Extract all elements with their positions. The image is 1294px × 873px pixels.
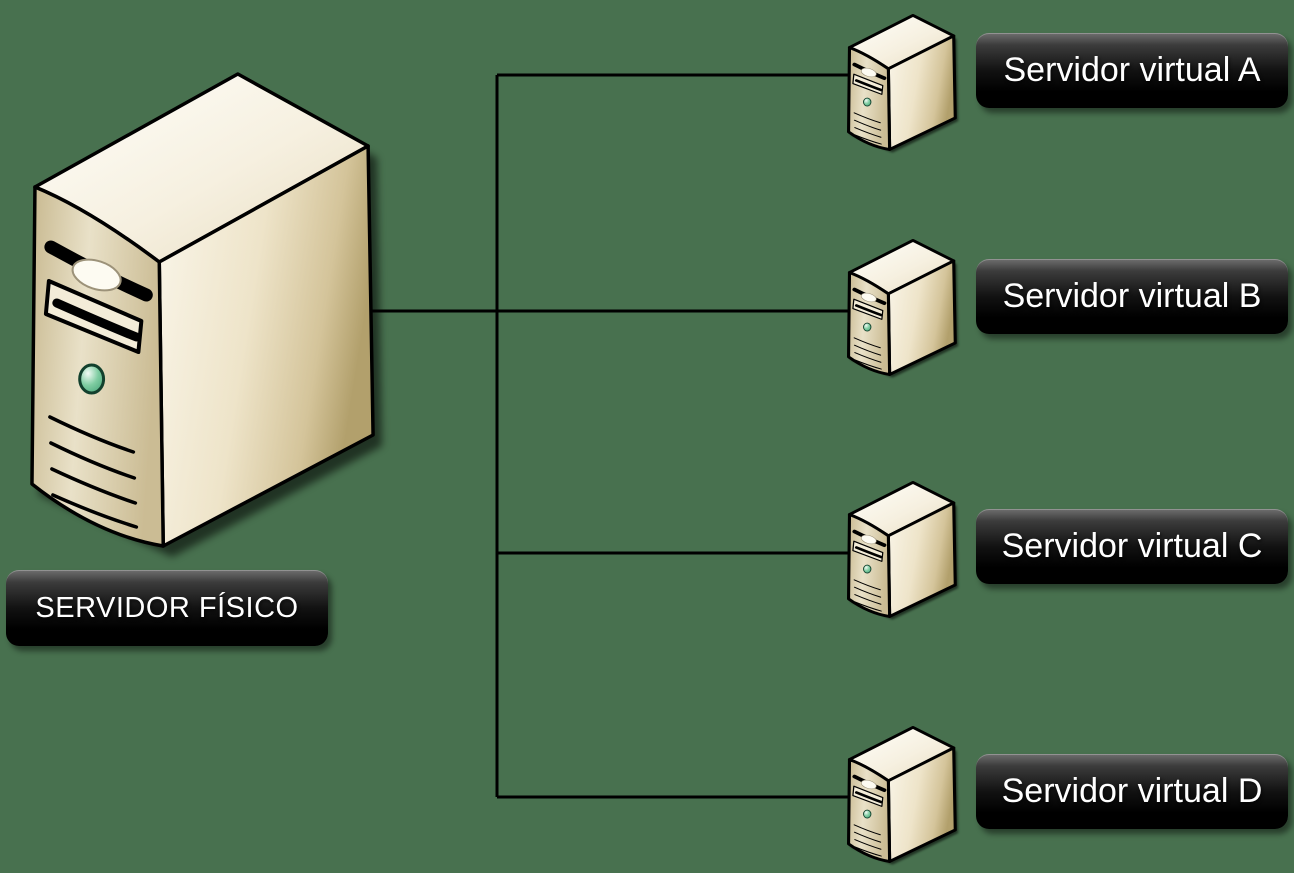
virtual-server-d-label: Servidor virtual D [976, 754, 1288, 829]
virtual-server-c-icon [847, 481, 959, 623]
virtual-server-d-icon [847, 726, 959, 868]
virtual-server-b-icon [847, 239, 959, 381]
virtual-server-a-label: Servidor virtual A [976, 33, 1288, 108]
virtual-server-c-label: Servidor virtual C [976, 509, 1288, 584]
physical-server-icon [27, 69, 385, 569]
virtual-server-b-label: Servidor virtual B [976, 259, 1288, 334]
virtual-server-a-icon [847, 14, 959, 156]
physical-server-label: SERVIDOR FÍSICO [6, 570, 328, 646]
